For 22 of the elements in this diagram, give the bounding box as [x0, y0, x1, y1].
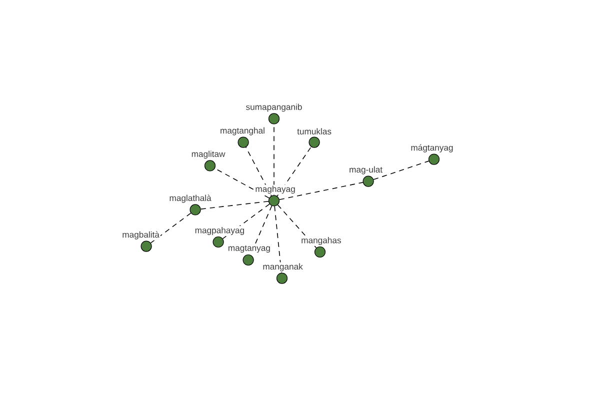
connector: [222, 204, 270, 240]
node-label: magtanyag: [228, 245, 270, 253]
node-label: maghayag: [256, 186, 295, 194]
node-label: manganak: [263, 263, 303, 272]
node-label: magtanghal: [220, 127, 264, 136]
node-label: mag-ulat: [350, 166, 382, 174]
node-label: tumuklas: [297, 128, 332, 134]
connector: [200, 200, 269, 210]
node-label: sumapanganib: [246, 104, 302, 112]
connector: [277, 204, 317, 248]
connector: [245, 146, 272, 196]
connector: [276, 146, 312, 197]
node-label: maglitaw: [192, 150, 226, 159]
connector: [279, 182, 364, 200]
node-label: magbalità: [122, 231, 160, 240]
node-label: mangahas: [302, 237, 341, 246]
connector: [373, 160, 430, 180]
node-label: magpahayag: [195, 227, 244, 236]
connector: [274, 206, 282, 274]
connector: [150, 212, 192, 244]
node-label: maglathalà: [170, 194, 212, 203]
node-label: mágtanyag: [411, 144, 453, 152]
